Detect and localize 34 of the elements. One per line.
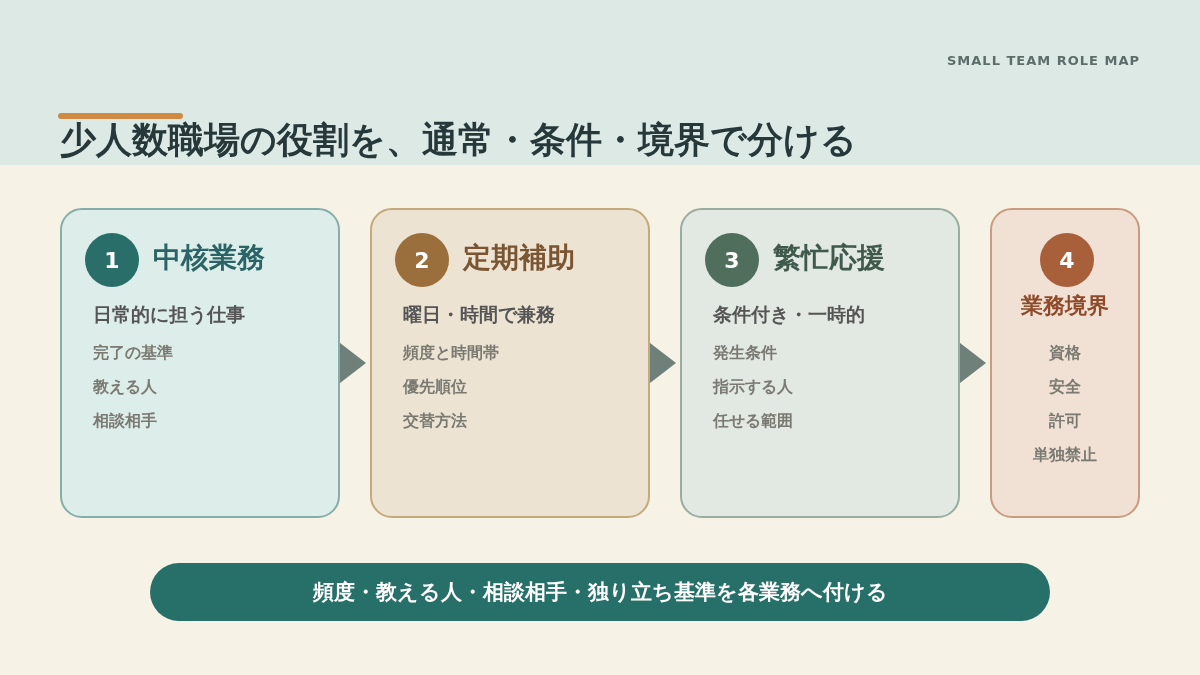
arrow <box>960 343 986 383</box>
role-card <box>370 208 650 518</box>
role-card <box>680 208 960 518</box>
list-item: 相談相手 <box>93 411 157 431</box>
card-heading: 定期補助 <box>463 241 575 275</box>
list-item: 単独禁止 <box>1032 445 1098 465</box>
arrow <box>650 343 676 383</box>
card-subheading: 日常的に担う仕事 <box>93 303 245 326</box>
number-badge: 3 <box>705 233 759 287</box>
card-heading: 業務境界 <box>1020 292 1110 319</box>
summary-banner: 頻度・教える人・相談相手・独り立ち基準を各業務へ付ける <box>150 563 1050 621</box>
list-item: 任せる範囲 <box>713 411 793 431</box>
tag-label: SMALL TEAM ROLE MAP <box>947 53 1140 69</box>
role-card <box>990 208 1140 518</box>
title: 少人数職場の役割を、通常・条件・境界で分ける <box>60 118 857 162</box>
list-item: 優先順位 <box>403 377 467 397</box>
list-item: 安全 <box>1048 377 1082 397</box>
arrow <box>340 343 366 383</box>
number-badge: 1 <box>85 233 139 287</box>
card-heading: 繁忙応援 <box>773 241 885 275</box>
list-item: 指示する人 <box>713 377 793 397</box>
list-item: 完了の基準 <box>93 343 173 363</box>
role-card <box>60 208 340 518</box>
list-item: 頻度と時間帯 <box>403 343 499 363</box>
list-item: 交替方法 <box>403 411 467 431</box>
card-subheading: 曜日・時間で兼務 <box>403 303 555 326</box>
list-item: 資格 <box>1048 343 1082 363</box>
card-subheading: 条件付き・一時的 <box>713 303 865 326</box>
number-badge: 4 <box>1040 233 1094 287</box>
card-heading: 中核業務 <box>153 241 265 275</box>
list-item: 発生条件 <box>713 343 777 363</box>
number-badge: 2 <box>395 233 449 287</box>
list-item: 教える人 <box>93 377 157 397</box>
list-item: 許可 <box>1048 411 1082 431</box>
